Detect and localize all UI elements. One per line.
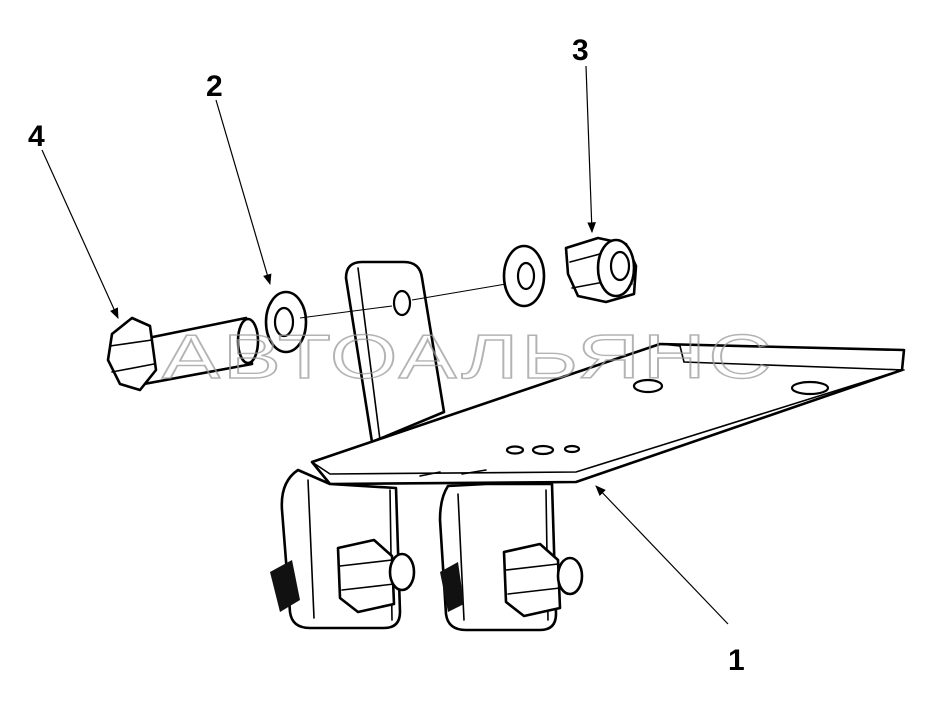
bracket-part (280, 260, 906, 632)
leader-line-4 (41, 149, 119, 319)
callout-3: 3 (572, 34, 589, 67)
leader-line-2 (215, 99, 272, 286)
lower-right-fastener (440, 542, 584, 618)
washer-front (264, 290, 308, 354)
watermark-text: АВТОАЛЬЯНС (162, 323, 774, 392)
callout-4: 4 (28, 120, 45, 153)
lower-left-fastener (270, 538, 416, 614)
washer-rear (502, 244, 546, 308)
leader-line-3 (585, 65, 596, 234)
hex-bolt (106, 316, 260, 392)
callout-2: 2 (206, 70, 223, 103)
leader-line-1 (595, 485, 729, 625)
callout-1: 1 (728, 644, 745, 677)
hex-nut (564, 236, 638, 304)
assembly-axis-line (299, 283, 507, 319)
